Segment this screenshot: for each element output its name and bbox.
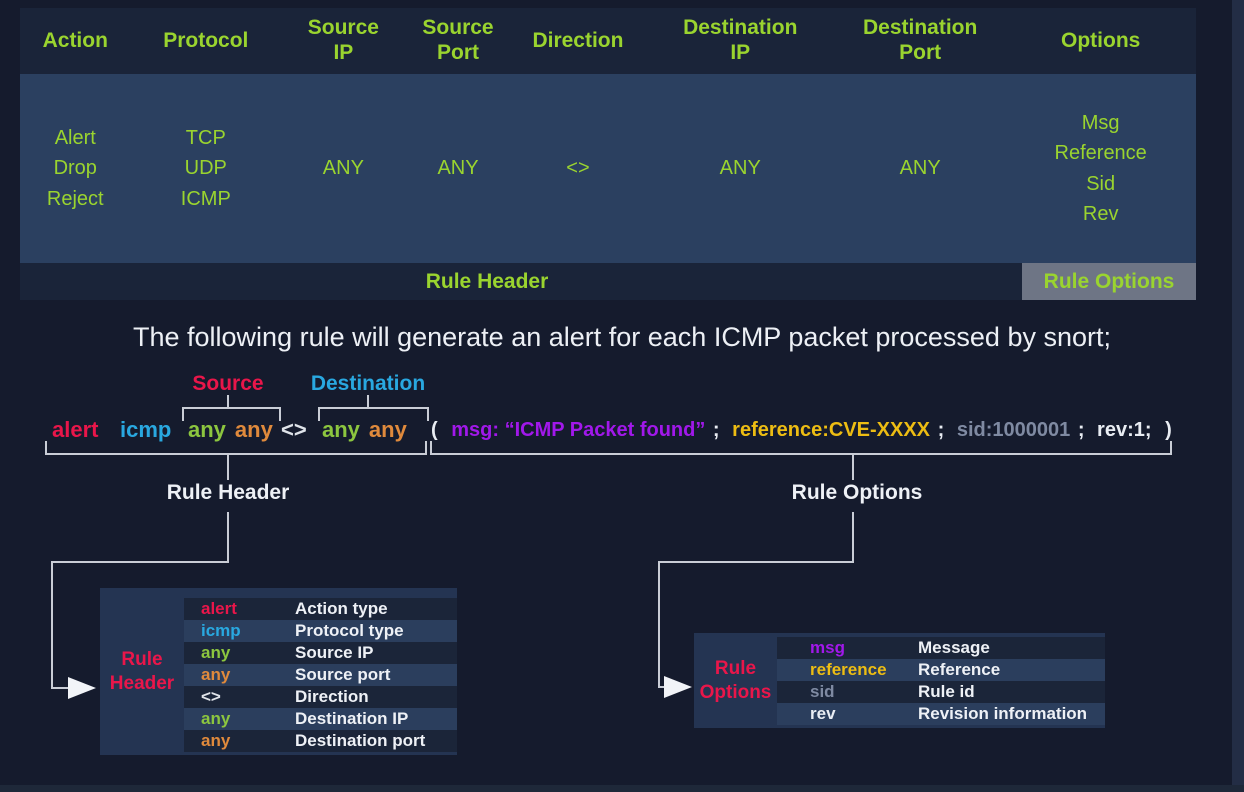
- rule-header-drop-tick: [227, 455, 229, 480]
- rule-token-sid: sid:1000001: [956, 419, 1071, 441]
- source-connector-tick: [227, 395, 229, 408]
- column-header-action: Action: [42, 28, 108, 52]
- destination-label: Destination: [310, 372, 426, 395]
- footer-rule-header-label: Rule Header: [425, 269, 549, 293]
- left-arrow-icon: [68, 677, 96, 699]
- rule-token-destination-ip: any: [322, 417, 360, 442]
- column-header-direction: Direction: [532, 28, 624, 52]
- rule-options-table-title: Rule Options: [699, 657, 772, 703]
- caption-text: The following rule will generate an aler…: [133, 322, 1111, 352]
- rule-token-action: alert: [52, 417, 99, 442]
- rule-token-close-paren: ): [1165, 419, 1172, 441]
- destination-port-value: ANY: [899, 157, 941, 180]
- destination-bracket: [318, 407, 429, 421]
- rule-token-source-ip: any: [188, 417, 226, 442]
- rule-token-semicolon: ;: [1077, 419, 1085, 441]
- rule-header-underline-bracket: [45, 441, 427, 455]
- rule-token-rev: rev:1;: [1097, 419, 1152, 441]
- rule-token-semicolon: ;: [937, 419, 945, 441]
- source-bracket: [182, 407, 281, 421]
- source-label: Source: [192, 372, 264, 395]
- rule-token-msg: msg: “ICMP Packet found”: [451, 419, 706, 441]
- rule-token-destination-port: any: [368, 417, 407, 442]
- rule-header-section-label: Rule Header: [166, 481, 290, 504]
- rule-token-source-pair: any any: [188, 417, 273, 443]
- rule-options-segment: ( msg: “ICMP Packet found” ; reference:C…: [431, 419, 1172, 442]
- direction-value: <>: [566, 157, 590, 180]
- destination-ip-value: ANY: [719, 157, 761, 180]
- table-footer-row: Rule Header Rule Options: [20, 263, 1196, 300]
- background-right-strip: [1232, 0, 1244, 792]
- rule-token-reference: reference:CVE-XXXX: [732, 419, 931, 441]
- rule-token-source-port: any: [234, 417, 273, 442]
- rule-header-table-title: Rule Header: [109, 648, 175, 694]
- column-header-protocol: Protocol: [163, 28, 249, 52]
- table-row: <>Direction: [184, 686, 457, 708]
- rule-options-drop-tick: [852, 455, 854, 480]
- rule-token-protocol: icmp: [120, 417, 172, 442]
- rule-token-direction: <>: [281, 417, 307, 442]
- footer-rule-options-box: Rule Options: [1022, 263, 1196, 300]
- rule-token-semicolon: ;: [712, 419, 720, 441]
- destination-connector-tick: [367, 395, 369, 408]
- background-bottom-strip: [0, 785, 1244, 792]
- source-ip-value: ANY: [322, 157, 364, 180]
- column-header-options: Options: [1061, 28, 1141, 52]
- right-arrow-icon: [664, 676, 692, 698]
- rule-token-open-paren: (: [431, 419, 438, 441]
- rule-options-section-label: Rule Options: [791, 481, 923, 504]
- rule-token-destination-pair: any any: [322, 417, 407, 443]
- rule-options-underline-bracket: [430, 441, 1172, 455]
- source-port-value: ANY: [437, 157, 479, 180]
